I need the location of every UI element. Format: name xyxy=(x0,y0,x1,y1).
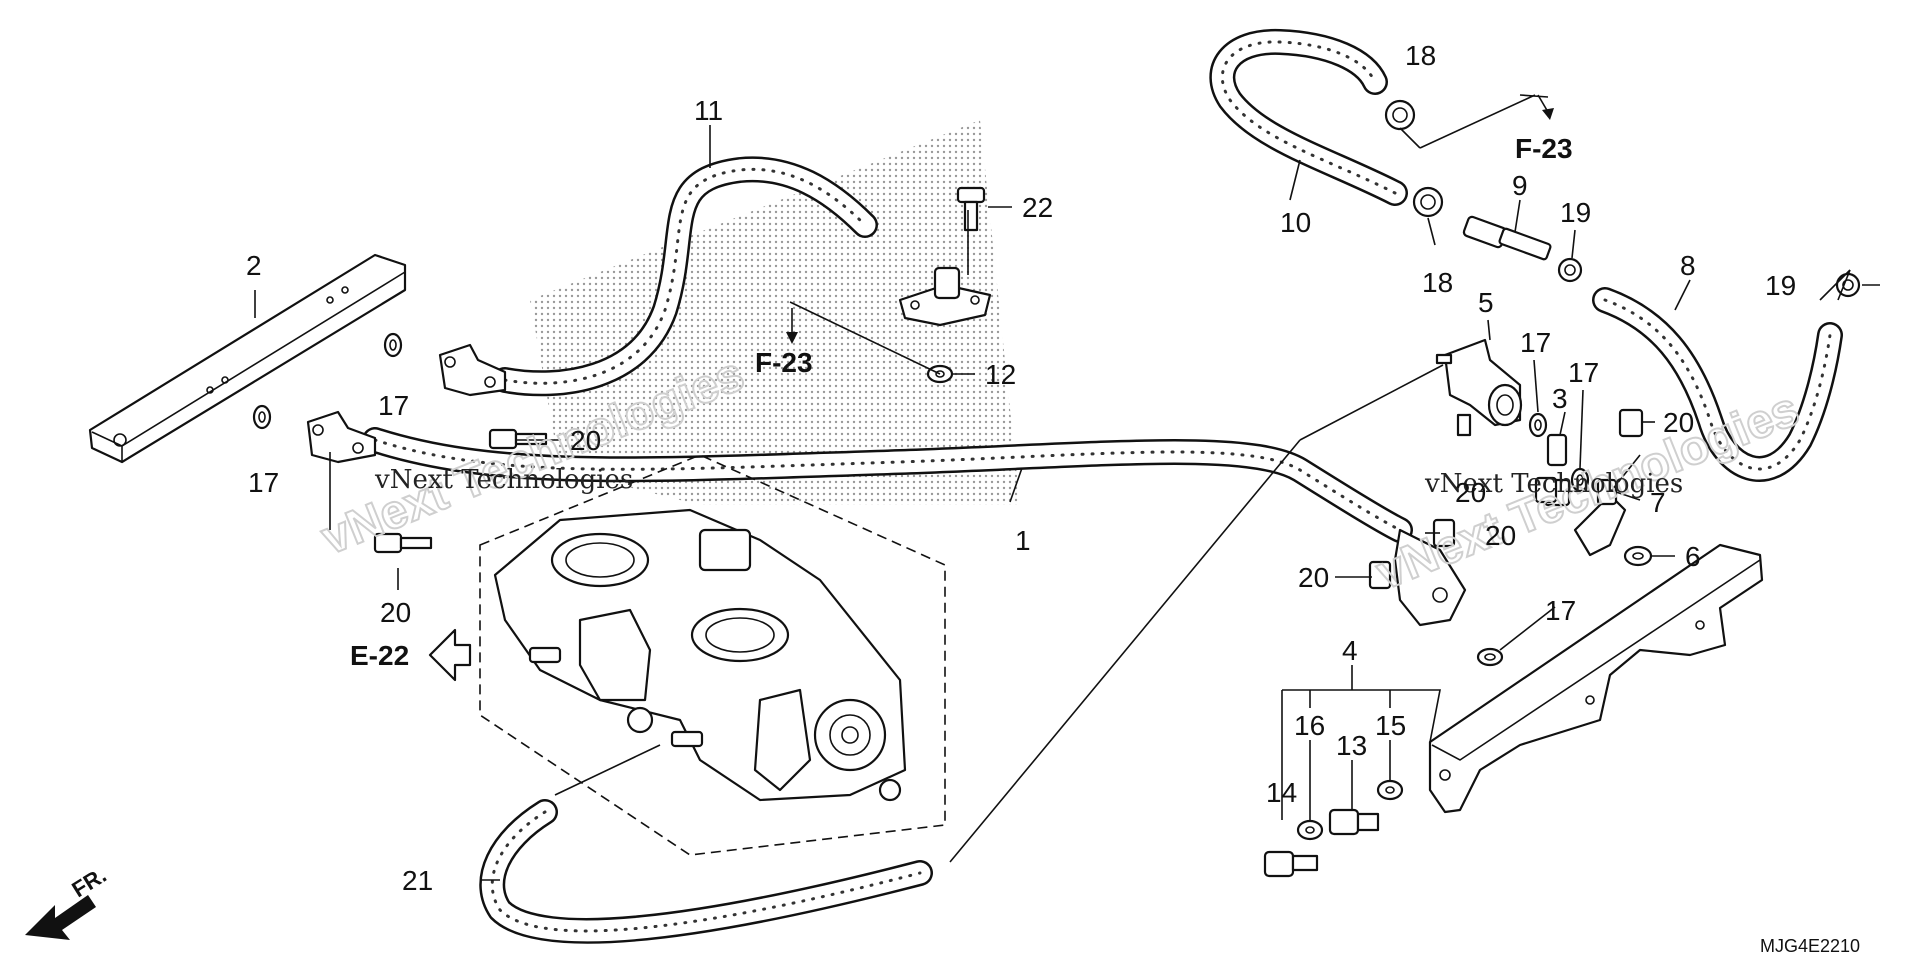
gasket-17-left-a xyxy=(383,332,403,358)
ref-f23-left: F-23 xyxy=(755,347,813,378)
callout-17-e: 17 xyxy=(1545,595,1576,626)
washer-16 xyxy=(1296,819,1324,841)
hose-21 xyxy=(479,799,933,944)
e22-arrow xyxy=(428,628,472,682)
clamp-18-a xyxy=(1384,99,1416,131)
callout-20-b: 20 xyxy=(380,597,411,628)
ref-f23-right-arrowhead xyxy=(1542,108,1554,120)
watermark-text-left: vNext Technologies xyxy=(374,465,633,495)
callout-18-a: 18 xyxy=(1405,40,1436,71)
gasket-17-right-b xyxy=(1570,467,1590,493)
clamp-19-a xyxy=(1557,257,1583,283)
callout-17-a: 17 xyxy=(378,390,409,421)
throttle-body xyxy=(493,508,907,802)
hose-1 xyxy=(362,427,1413,543)
leader-lines xyxy=(254,94,1880,881)
reference-labels: E-22 F-23 F-23 xyxy=(350,133,1573,671)
diagram-code: MJG4E2210 xyxy=(1760,936,1860,956)
callout-1: 1 xyxy=(1015,525,1031,556)
callout-15: 15 xyxy=(1375,710,1406,741)
bolt-20-right-b xyxy=(1534,476,1558,504)
callout-17-c: 17 xyxy=(1520,327,1551,358)
joint-7 xyxy=(1573,478,1627,557)
bolt-14 xyxy=(1263,850,1319,878)
callout-5: 5 xyxy=(1478,287,1494,318)
bolt-20-left-a xyxy=(488,428,548,450)
gasket-17-right-c xyxy=(1476,647,1504,667)
callout-20-d: 20 xyxy=(1455,477,1486,508)
callout-11: 11 xyxy=(694,95,723,126)
callout-8: 8 xyxy=(1680,250,1696,281)
hose-8 xyxy=(1592,287,1843,482)
pulsation-bracket xyxy=(898,266,992,327)
fuel-rail-left xyxy=(88,253,407,464)
callout-14: 14 xyxy=(1266,777,1297,808)
hose-bracket-a xyxy=(438,343,507,397)
callout-9: 9 xyxy=(1512,170,1528,201)
front-direction-label: FR. xyxy=(67,862,110,902)
callout-3: 3 xyxy=(1552,383,1568,414)
callout-10: 10 xyxy=(1280,207,1311,238)
callout-4: 4 xyxy=(1342,635,1358,666)
callouts: 1 2 3 4 5 6 7 8 9 10 11 12 13 14 15 16 1… xyxy=(246,40,1796,896)
ref-e22: E-22 xyxy=(350,640,409,671)
callout-20-c: 20 xyxy=(1663,407,1694,438)
bolt-20-right-d xyxy=(1368,560,1392,590)
washer-6 xyxy=(1623,545,1653,567)
callout-17-d: 17 xyxy=(1568,357,1599,388)
hose-10 xyxy=(1209,28,1408,206)
hose-11 xyxy=(492,156,878,397)
hose-bracket-c xyxy=(1393,528,1467,627)
callout-19-a: 19 xyxy=(1560,197,1591,228)
collar-13 xyxy=(1328,808,1380,836)
callout-21: 21 xyxy=(402,865,433,896)
callout-19-b: 19 xyxy=(1765,270,1796,301)
callout-2: 2 xyxy=(246,250,262,281)
hose-bracket-b xyxy=(306,410,377,464)
fitting-9 xyxy=(1462,215,1552,261)
clamp-18-b xyxy=(1412,186,1444,218)
bolt-20-left-b xyxy=(373,532,433,554)
bolt-20-right-a xyxy=(1618,408,1644,438)
callout-20-e: 20 xyxy=(1485,520,1516,551)
callout-18-b: 18 xyxy=(1422,267,1453,298)
callout-20-f: 20 xyxy=(1298,562,1329,593)
callout-16: 16 xyxy=(1294,710,1325,741)
gasket-17-right-a xyxy=(1528,412,1548,438)
pressure-regulator-5 xyxy=(1435,338,1523,437)
callout-13: 13 xyxy=(1336,730,1367,761)
ref-f23-left-arrowhead xyxy=(786,332,798,344)
ref-f23-right: F-23 xyxy=(1515,133,1573,164)
front-arrow xyxy=(25,895,96,940)
callout-22: 22 xyxy=(1022,192,1053,223)
shaded-region xyxy=(530,120,1020,505)
fuel-rail-right xyxy=(1428,543,1764,814)
callout-20-a: 20 xyxy=(570,425,601,456)
washer-15 xyxy=(1376,779,1404,801)
gasket-17-left-b xyxy=(252,404,272,430)
ref-f23-right-arrow-line xyxy=(1537,94,1549,113)
callout-17-b: 17 xyxy=(248,467,279,498)
watermark-text-right: vNext Technologies xyxy=(1424,469,1683,499)
callout-6: 6 xyxy=(1685,541,1701,572)
callout-7: 7 xyxy=(1650,487,1666,518)
callout-12: 12 xyxy=(985,359,1016,390)
